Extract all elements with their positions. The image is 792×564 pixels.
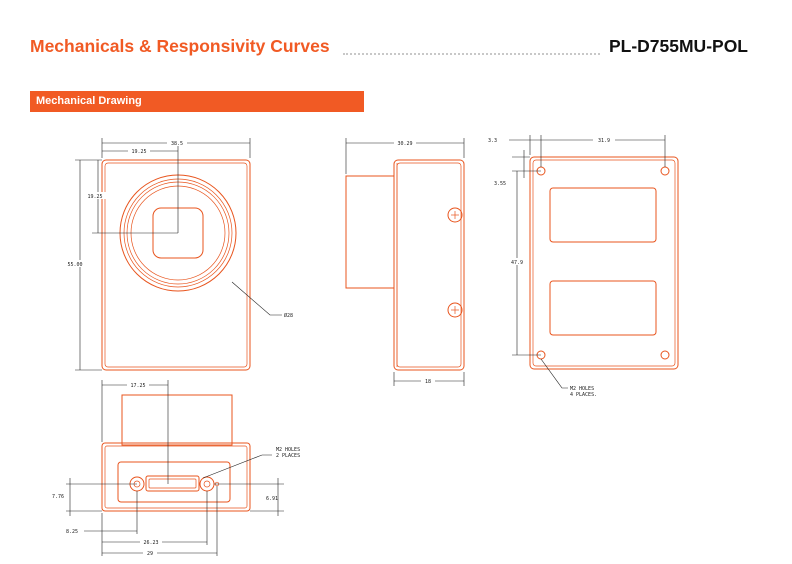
dim-offset-x: 3.3 — [488, 138, 497, 144]
model-number: PL-D755MU-POL — [608, 36, 748, 56]
dim-x1: 8.25 — [66, 529, 78, 535]
section-bar: Mechanical Drawing — [30, 91, 364, 112]
dim-hole-spacing-x: 31.9 — [598, 138, 610, 144]
front-view: 38.5 19.25 19.25 55.00 Ø28 — [64, 138, 293, 371]
page-header: Mechanicals & Responsivity Curves PL-D75… — [30, 34, 760, 62]
back-note-line1: M2 HOLES — [570, 386, 594, 392]
dim-bottom: 18 — [425, 379, 431, 385]
dim-half-width: 19.25 — [131, 149, 146, 155]
side-view: 30.29 18 — [345, 138, 465, 386]
back-note-line2: 4 PLACES. — [570, 392, 597, 398]
section-label: Mechanical Drawing — [36, 95, 142, 107]
back-view: 3.3 31.9 3.55 47.9 M2 HOLES 4 PLACES. — [488, 135, 679, 398]
dim-x3: 29 — [147, 551, 153, 557]
dim-top: 17.25 — [130, 383, 145, 389]
dim-offset-y: 3.55 — [494, 181, 506, 187]
bottom-note-line2: 2 PLACES — [276, 453, 300, 459]
dim-half-height: 19.25 — [87, 194, 102, 200]
dim-left-y: 7.76 — [52, 494, 64, 500]
dim-right-y: 6.91 — [266, 496, 278, 502]
bottom-note-line1: M2 HOLES — [276, 447, 300, 453]
dim-hole-spacing-y: 47.9 — [511, 260, 523, 266]
screw-icon — [447, 207, 463, 223]
screw-icon — [447, 302, 463, 318]
dim-length: 30.29 — [397, 141, 412, 147]
dim-height: 55.00 — [67, 262, 82, 268]
bottom-view: 17.25 7.76 6.91 8.25 26.23 29 M2 HOLES 2… — [52, 380, 300, 557]
page-title: Mechanicals & Responsivity Curves — [30, 36, 330, 56]
dim-x2: 26.23 — [143, 540, 158, 546]
dotted-leader — [343, 53, 600, 55]
dim-lens-diameter: Ø28 — [284, 312, 293, 319]
dim-width: 38.5 — [171, 141, 183, 147]
